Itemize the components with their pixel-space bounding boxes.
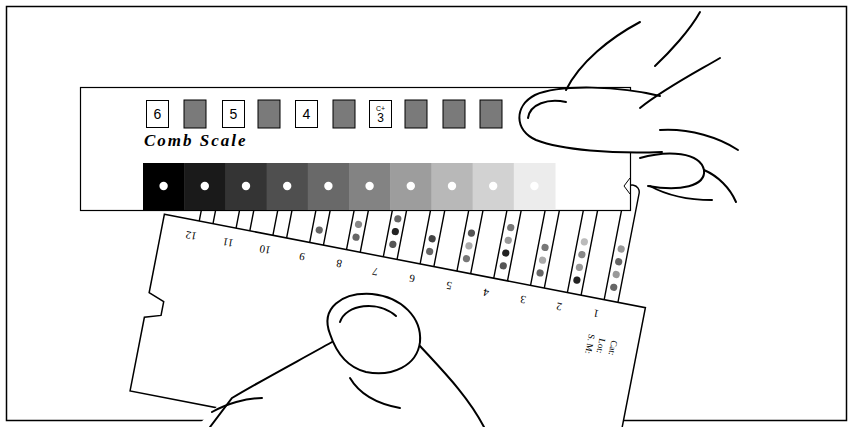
density-cell xyxy=(143,163,185,210)
tooth-number: 10 xyxy=(258,243,271,257)
density-dot xyxy=(365,182,373,190)
blot-spot xyxy=(580,238,588,246)
grey-square xyxy=(443,100,465,128)
scale-card: Comb Scale 6 5 4 C+3 xyxy=(80,87,630,210)
blot-spot xyxy=(352,233,360,241)
blot-spot xyxy=(612,270,620,278)
blot-spot xyxy=(502,249,510,257)
density-dot xyxy=(530,182,538,190)
density-cell xyxy=(473,163,515,210)
density-dot xyxy=(242,182,250,190)
blot-spot xyxy=(578,250,586,258)
blot-spot xyxy=(499,262,507,270)
grey-square xyxy=(184,100,206,128)
blot-spot xyxy=(541,243,549,251)
grey-square xyxy=(258,100,280,128)
density-dot xyxy=(283,182,291,190)
density-dot xyxy=(489,182,497,190)
scale-number: 5 xyxy=(230,106,238,122)
top-hand xyxy=(519,12,738,202)
number-box: 4 xyxy=(295,100,318,128)
density-dot xyxy=(324,182,332,190)
density-scale xyxy=(143,163,556,210)
blot-spot xyxy=(389,240,397,248)
density-cell xyxy=(225,163,267,210)
comb-body xyxy=(130,214,645,427)
density-dot xyxy=(201,182,209,190)
blot-spot xyxy=(617,245,625,253)
bottom-hand xyxy=(196,294,488,427)
blot-spot xyxy=(507,223,515,231)
scale-number: 4 xyxy=(303,106,311,122)
blot-spot xyxy=(573,276,581,284)
blot-spot xyxy=(465,242,473,250)
blot-spot xyxy=(462,254,470,262)
density-cell xyxy=(431,163,473,210)
blot-spot xyxy=(538,256,546,264)
scale-number: C+ xyxy=(376,105,385,112)
blot-spot xyxy=(504,236,512,244)
scale-number: 3 xyxy=(377,112,384,124)
grey-square xyxy=(480,100,502,128)
density-dot xyxy=(448,182,456,190)
number-box: 6 xyxy=(146,100,169,128)
blot-spot xyxy=(536,269,544,277)
density-cell xyxy=(308,163,350,210)
blot-spot xyxy=(614,258,622,266)
number-box: C+3 xyxy=(369,100,392,128)
density-cell xyxy=(349,163,391,210)
blot-spot xyxy=(391,227,399,235)
grey-square xyxy=(333,100,355,128)
number-box: 5 xyxy=(222,100,245,128)
grey-square xyxy=(405,100,427,128)
blot-spot xyxy=(467,229,475,237)
density-dot xyxy=(407,182,415,190)
blot-spot xyxy=(610,283,618,291)
scale-title: Comb Scale xyxy=(144,131,630,151)
density-cell xyxy=(514,163,556,210)
density-dot xyxy=(159,182,167,190)
density-cell xyxy=(267,163,309,210)
blot-spot xyxy=(575,263,583,271)
density-cell xyxy=(390,163,432,210)
scale-number: 6 xyxy=(154,106,162,122)
blot-spot xyxy=(354,220,362,228)
blot-spot xyxy=(315,226,323,234)
blot-spot xyxy=(394,215,402,223)
density-cell xyxy=(184,163,226,210)
blot-spot xyxy=(428,235,436,243)
grey-squares xyxy=(184,100,502,128)
card-notch xyxy=(624,178,630,194)
blot-spot xyxy=(425,247,433,255)
